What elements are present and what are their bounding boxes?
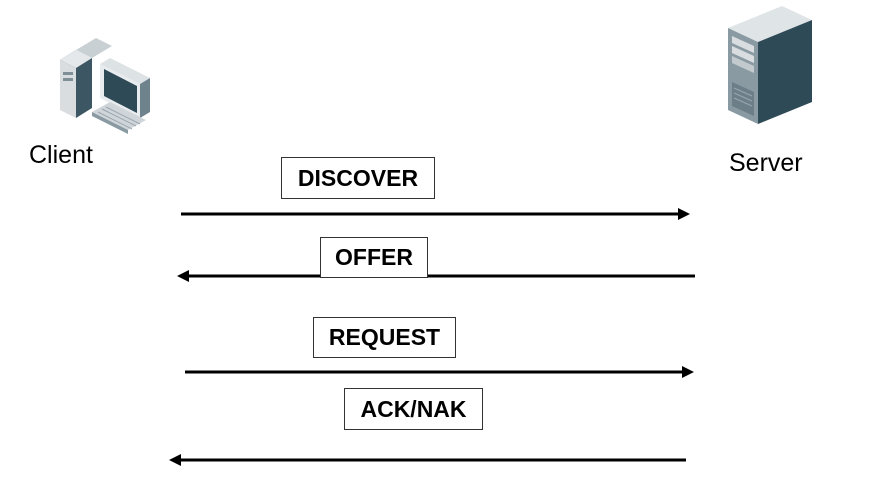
offer-arrowhead — [177, 270, 189, 282]
ack-nak-message-label: ACK/NAK — [344, 388, 483, 430]
discover-message-label: DISCOVER — [281, 157, 435, 199]
request-message-label: REQUEST — [313, 317, 456, 358]
offer-message-label: OFFER — [320, 237, 428, 278]
discover-arrowhead — [678, 208, 690, 220]
desktop-computer-icon — [60, 38, 150, 134]
ack-nak-arrowhead — [169, 454, 181, 466]
tower-server-icon — [728, 6, 812, 124]
request-arrowhead — [682, 366, 694, 378]
server-label: Server — [729, 149, 803, 177]
client-label: Client — [29, 141, 93, 169]
